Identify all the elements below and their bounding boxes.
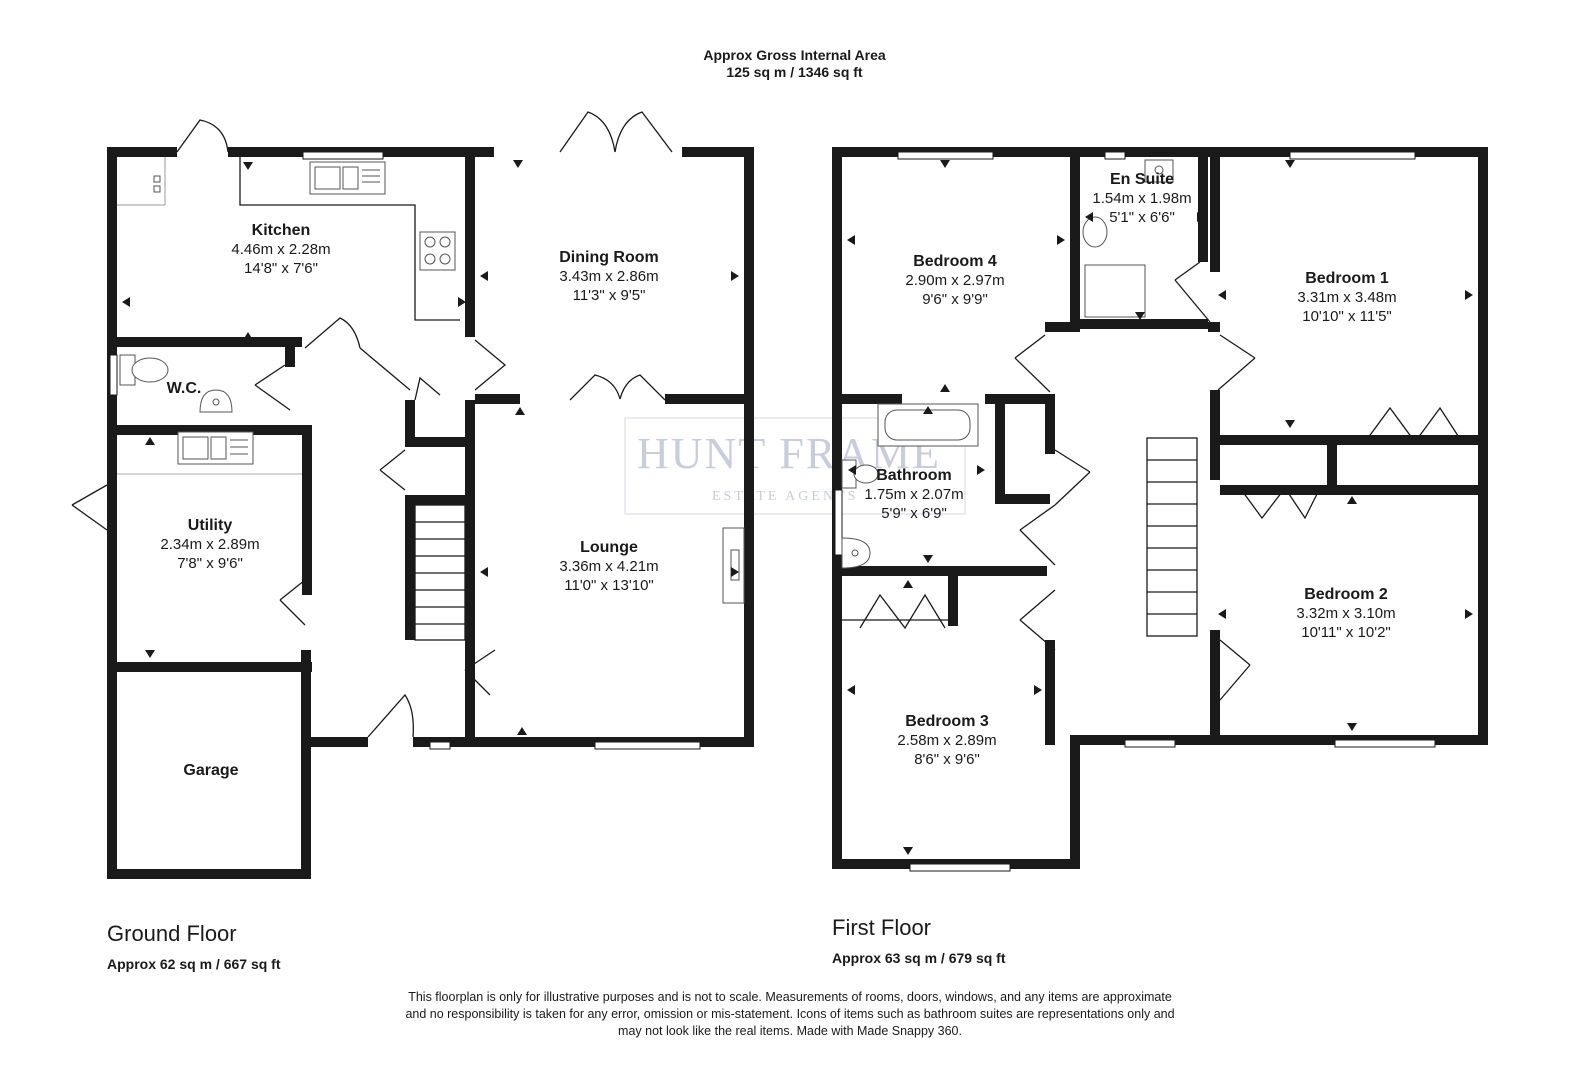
bedroom2-metric: 3.32m x 3.10m xyxy=(1296,605,1395,622)
bedroom3-wardrobe-doors xyxy=(859,593,946,630)
kitchen-appliance-icon xyxy=(153,185,161,193)
fireplace-icon xyxy=(722,527,745,604)
ground-stairs xyxy=(414,504,466,641)
bedroom1-metric: 3.31m x 3.48m xyxy=(1297,289,1396,306)
landing-window xyxy=(1124,739,1176,748)
ensuite-metric: 1.54m x 1.98m xyxy=(1092,190,1191,207)
dining-metric: 3.43m x 2.86m xyxy=(559,268,658,285)
bedroom1-label: Bedroom 1 xyxy=(1305,270,1389,287)
kitchen-label: Kitchen xyxy=(252,222,311,239)
bedroom3-metric: 2.58m x 2.89m xyxy=(897,732,996,749)
dining-label: Dining Room xyxy=(559,249,659,266)
bedroom4-imperial: 9'6" x 9'9" xyxy=(922,291,988,308)
ensuite-window xyxy=(1104,151,1126,160)
bedroom2-wardrobe-doors xyxy=(1239,486,1321,520)
first-stairs xyxy=(1146,437,1198,637)
hall-utility-door xyxy=(279,579,306,626)
lounge-dining-doors xyxy=(569,374,666,401)
first-floor-plan: Bedroom 4 2.90m x 2.97m 9'6" x 9'9" En S… xyxy=(832,147,1488,872)
ensuite-toilet-icon xyxy=(1082,216,1108,248)
bedroom3-imperial: 8'6" x 9'6" xyxy=(914,751,980,768)
bedroom4-metric: 2.90m x 2.97m xyxy=(905,272,1004,289)
ensuite-door xyxy=(1174,261,1211,323)
bedroom2-window xyxy=(1334,739,1436,748)
ensuite-basin-icon xyxy=(1144,159,1174,183)
bathroom-toilet-icon xyxy=(841,459,879,489)
ensuite-imperial: 5'1" x 6'6" xyxy=(1109,209,1175,226)
ground-floor-title: Ground Floor xyxy=(107,921,237,946)
utility-door xyxy=(71,484,108,531)
front-door xyxy=(367,693,414,738)
hall-window xyxy=(429,741,451,750)
dining-french-doors xyxy=(559,111,673,153)
disclaimer: This floorplan is only for illustrative … xyxy=(300,989,1280,1040)
kitchen-sink-icon xyxy=(309,161,386,195)
measurement-arrows-first xyxy=(847,160,1473,855)
lounge-label: Lounge xyxy=(580,539,638,556)
kitchen-worktop xyxy=(117,157,460,321)
gross-area-title: Approx Gross Internal Area xyxy=(703,47,886,63)
shower-tray-icon xyxy=(1084,264,1146,318)
utility-label: Utility xyxy=(188,517,233,534)
disclaimer-line: This floorplan is only for illustrative … xyxy=(408,990,1172,1004)
hob-icon xyxy=(419,231,456,271)
utility-imperial: 7'8" x 9'6" xyxy=(177,555,243,572)
bedroom4-label: Bedroom 4 xyxy=(913,253,997,270)
bathroom-metric: 1.75m x 2.07m xyxy=(864,486,963,503)
ensuite-label: En Suite xyxy=(1110,171,1174,188)
bedroom1-wardrobe-doors xyxy=(1364,406,1463,444)
first-floor-area: Approx 63 sq m / 679 sq ft xyxy=(832,950,1006,966)
bedroom3-window xyxy=(909,863,1011,872)
bedroom2-door xyxy=(1219,639,1251,701)
disclaimer-line: and no responsibility is taken for any e… xyxy=(405,1007,1175,1021)
first-floor-title: First Floor xyxy=(832,915,931,940)
lounge-door xyxy=(464,649,496,696)
wc-toilet-icon xyxy=(119,354,169,386)
bathroom-door xyxy=(1019,504,1056,566)
bathroom-imperial: 5'9" x 6'9" xyxy=(881,505,947,522)
bathroom-basin-icon xyxy=(841,537,871,569)
bedroom2-label: Bedroom 2 xyxy=(1304,586,1388,603)
ground-floor-area: Approx 62 sq m / 667 sq ft xyxy=(107,956,281,972)
bedroom3-label: Bedroom 3 xyxy=(905,713,989,730)
bedroom1-imperial: 10'10" x 11'5" xyxy=(1302,308,1392,325)
bedroom4-door xyxy=(1014,334,1051,393)
bedroom4-window xyxy=(897,151,994,160)
bathroom-window xyxy=(834,489,843,556)
cupboard-small-door xyxy=(414,376,441,401)
wc-basin-icon xyxy=(199,389,233,413)
measurement-arrows xyxy=(122,160,739,735)
bedroom1-window xyxy=(1289,151,1416,160)
lounge-metric: 3.36m x 4.21m xyxy=(559,558,658,575)
utility-metric: 2.34m x 2.89m xyxy=(160,536,259,553)
kitchen-imperial: 14'8" x 7'6" xyxy=(244,260,318,277)
airing-door xyxy=(1054,449,1091,506)
kitchen-appliance-icon xyxy=(153,175,161,183)
dining-hall-door xyxy=(474,339,507,391)
bedroom1-door xyxy=(1217,334,1256,391)
hall-diagonal-wall xyxy=(359,347,411,391)
hall-kitchen-door xyxy=(304,317,361,349)
cupboard-door xyxy=(379,449,406,491)
disclaimer-line: may not look like the real items. Made w… xyxy=(618,1024,962,1038)
lounge-imperial: 11'0" x 13'10" xyxy=(564,577,654,594)
wc-door xyxy=(254,364,291,411)
wc-window xyxy=(109,354,118,396)
wc-label: W.C. xyxy=(167,380,202,397)
gross-area-value: 125 sq m / 1346 sq ft xyxy=(726,64,863,80)
bedroom2-imperial: 10'11" x 10'2" xyxy=(1301,624,1391,641)
garage-label: Garage xyxy=(183,762,238,779)
lounge-window xyxy=(594,741,701,750)
kitchen-metric: 4.46m x 2.28m xyxy=(231,241,330,258)
ground-floor-plan: Kitchen 4.46m x 2.28m 14'8" x 7'6" Dinin… xyxy=(71,111,754,879)
bedroom3-door xyxy=(1019,589,1056,651)
bathroom-label: Bathroom xyxy=(876,467,952,484)
kitchen-window xyxy=(302,151,384,160)
utility-sink-icon xyxy=(117,431,302,475)
dining-imperial: 11'3" x 9'5" xyxy=(573,287,646,304)
kitchen-door xyxy=(176,119,229,153)
